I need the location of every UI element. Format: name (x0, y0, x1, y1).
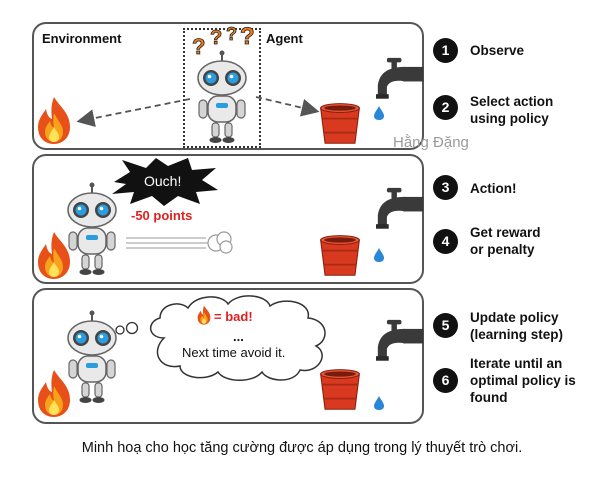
step-3-number: 3 (433, 175, 458, 200)
thought-bubble-icon (115, 295, 326, 381)
bucket-icon (318, 232, 362, 278)
question-mark-icon: ? ? ? ? (192, 23, 255, 60)
fire-icon (34, 368, 74, 418)
step-1-text: Observe (470, 43, 525, 58)
thought-dots: ... (233, 329, 244, 344)
step-2-number: 2 (433, 95, 458, 120)
svg-text:?: ? (240, 23, 255, 50)
bucket-icon (318, 100, 362, 146)
environment-label: Environment (42, 31, 122, 46)
agent-dotted-box (183, 28, 261, 148)
svg-text:?: ? (210, 27, 222, 49)
step-6-text: Iterate until an optimal policy is found (470, 356, 576, 405)
fire-icon (196, 304, 212, 326)
step-4-text: Get reward or penalty (470, 225, 541, 257)
water-drop-icon (374, 248, 384, 262)
step-5-number: 5 (433, 313, 458, 338)
observe-arrows (76, 96, 320, 128)
water-drop-icon (374, 106, 384, 120)
step-5-text: Update policy (learning step) (470, 310, 564, 342)
water-drop-icon (374, 396, 384, 410)
dust-cloud-icon (126, 231, 233, 254)
figure-caption: Minh hoạ cho học tăng cường được áp dụng… (81, 440, 523, 456)
agent-label: Agent (266, 31, 303, 46)
faucet-icon (368, 318, 424, 368)
step-2-text: Select action using policy (470, 94, 554, 126)
svg-text:?: ? (192, 34, 205, 59)
penalty-text: -50 points (131, 208, 193, 223)
faucet-icon (368, 56, 424, 106)
explosion-icon (112, 158, 218, 206)
step-4-number: 4 (433, 229, 458, 254)
step-1-number: 1 (433, 38, 458, 63)
thought-line: Next time avoid it. (182, 345, 286, 360)
step-6-number: 6 (433, 368, 458, 393)
thought-bad-text: = bad! (214, 309, 253, 324)
faucet-icon (368, 186, 424, 236)
bucket-icon (318, 366, 362, 412)
fire-icon (34, 230, 74, 280)
svg-text:?: ? (226, 24, 237, 44)
ouch-text: Ouch! (144, 173, 182, 189)
step-3-text: Action! (470, 181, 517, 196)
watermark: Hằng Đặng (393, 134, 469, 151)
